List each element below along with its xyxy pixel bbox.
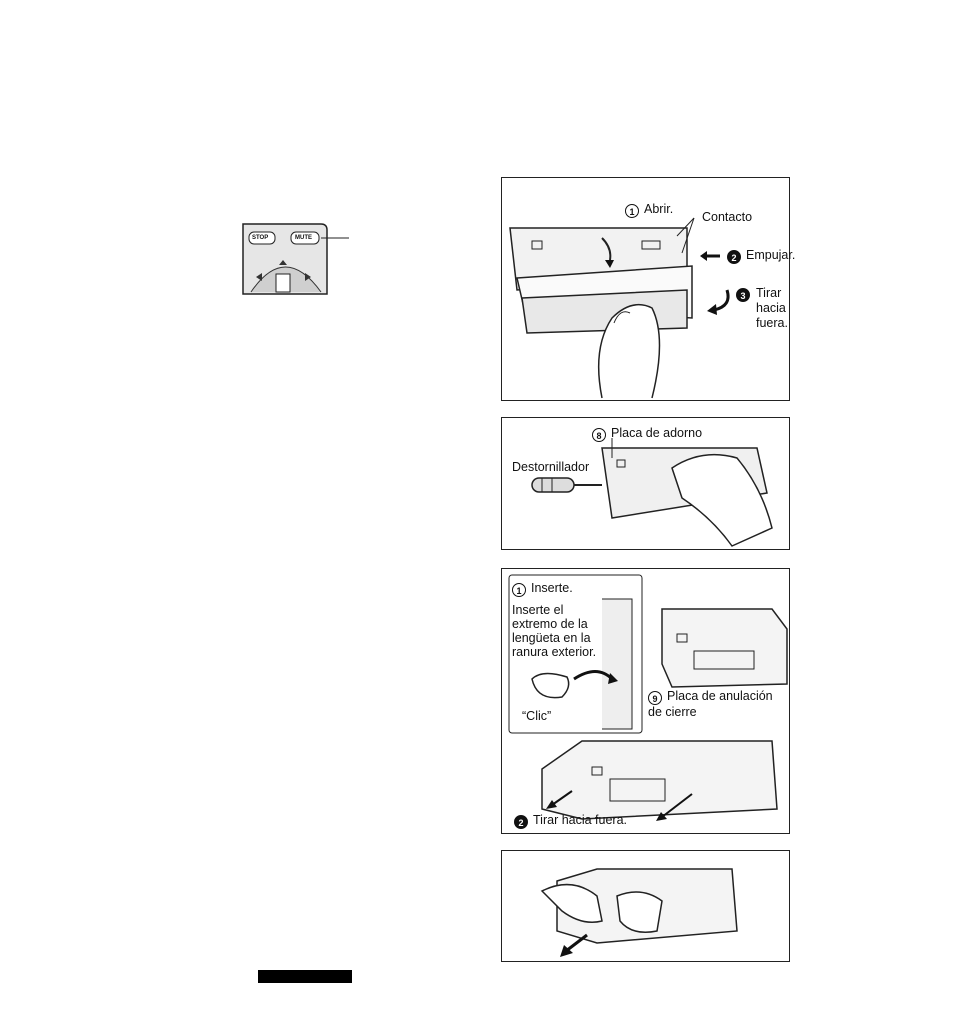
step2-pullout-label: 2 Tirar hacia fuera. bbox=[514, 813, 627, 829]
step2-push-text: Empujar. bbox=[746, 248, 795, 262]
stop-button-label: STOP bbox=[252, 231, 268, 245]
step3-number-icon-wrap: 3 bbox=[736, 286, 755, 302]
step3-line-1: Tirar bbox=[756, 286, 781, 300]
panel-lock-release: 1 Inserte. Inserte el extremo de la lengü… bbox=[501, 568, 790, 834]
insert-instruction: Inserte el extremo de la lengüeta en la … bbox=[512, 603, 608, 659]
trim-plate-label: 8 Placa de adorno bbox=[592, 426, 702, 442]
lock-number-icon: 9 bbox=[648, 691, 662, 705]
step1-open-text: Abrir. bbox=[644, 202, 673, 216]
section-bar bbox=[258, 970, 352, 983]
trim-number-icon: 8 bbox=[592, 428, 606, 442]
pullout-text: Tirar hacia fuera. bbox=[533, 813, 627, 827]
step2-push-label: 2 Empujar. bbox=[727, 248, 795, 264]
insert-number-icon: 1 bbox=[512, 583, 526, 597]
click-label: “Clic” bbox=[522, 709, 551, 723]
insert-text: Inserte. bbox=[531, 581, 573, 595]
lock-plate-text: Placa de anulación de cierre bbox=[648, 689, 773, 719]
step3-number-icon: 3 bbox=[736, 288, 750, 302]
trim-plate-text: Placa de adorno bbox=[611, 426, 702, 440]
step1-insert-label: 1 Inserte. bbox=[512, 581, 573, 597]
panel-trim-plate: 8 Placa de adorno Destornillador bbox=[501, 417, 790, 550]
remote-thumbnail: STOP MUTE bbox=[241, 222, 327, 296]
step1-open-label: 1 Abrir. bbox=[625, 202, 673, 218]
panel-pull-unit bbox=[501, 850, 790, 962]
step3-line-2: hacia bbox=[756, 301, 786, 315]
step3-line-3: fuera. bbox=[756, 316, 788, 330]
screwdriver-label: Destornillador bbox=[512, 460, 589, 474]
contact-label: Contacto bbox=[702, 210, 752, 224]
pull-unit-drawing bbox=[502, 851, 791, 963]
step2-number-icon: 2 bbox=[727, 250, 741, 264]
mute-button-label: MUTE bbox=[295, 231, 312, 245]
step1-number-icon: 1 bbox=[625, 204, 639, 218]
pullout-number-icon: 2 bbox=[514, 815, 528, 829]
